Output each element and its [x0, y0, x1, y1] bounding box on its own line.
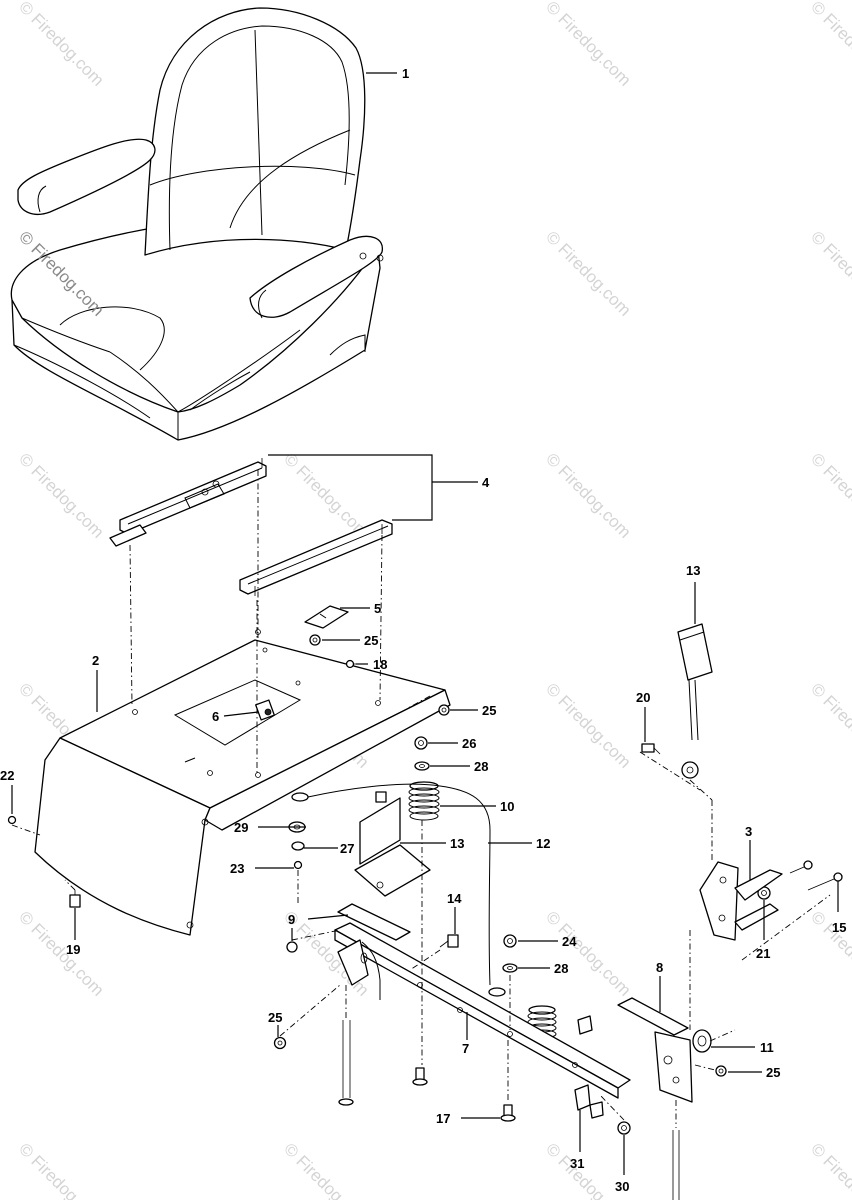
callout-28: 28 — [474, 759, 488, 774]
callout-22: 22 — [0, 768, 14, 783]
callout-5: 5 — [374, 601, 381, 616]
seat-slide-rails-part-4 — [109, 458, 393, 596]
bolt-long-part — [338, 1020, 354, 1106]
bushing-part-11 — [692, 1029, 712, 1053]
bolt-part-20 — [641, 743, 661, 755]
watermark-text: © Firedog.com — [15, 0, 107, 90]
watermark-text: © Firedog.com — [542, 449, 634, 541]
callout-17: 17 — [436, 1111, 450, 1126]
watermark-text: © Firedog.com — [15, 449, 107, 541]
callout-14: 14 — [447, 891, 462, 906]
callout-23: 23 — [230, 861, 244, 876]
seat-pan-part-2 — [34, 629, 451, 936]
callout-4: 4 — [482, 475, 490, 490]
cable-part-12 — [291, 783, 506, 997]
bolt-part-22 — [7, 815, 17, 825]
watermark-text: © Firedog.com — [542, 907, 634, 999]
nut-part-25 — [309, 634, 321, 646]
nut-part-24 — [503, 934, 517, 948]
nut-part-25 — [438, 704, 450, 716]
callout-31: 31 — [570, 1156, 584, 1171]
callout-19: 19 — [66, 942, 80, 957]
callout-2: 2 — [92, 653, 99, 668]
bolt-part-15 — [807, 872, 843, 891]
callout-labels: 1 4 5 25 18 2 25 6 26 28 10 12 13 29 27 … — [0, 66, 846, 1194]
callout-25: 25 — [268, 1010, 282, 1025]
callout-25: 25 — [364, 633, 378, 648]
callout-27: 27 — [340, 841, 354, 856]
callout-29: 29 — [234, 820, 248, 835]
watermark-text: © Firedog.com — [807, 1139, 852, 1200]
watermark-text: © Firedog.com — [542, 0, 634, 90]
watermark-layer: © Firedog.com © Firedog.com © Firedog.co… — [15, 0, 852, 1200]
bracket-part-5 — [304, 605, 349, 629]
callout-18: 18 — [373, 657, 387, 672]
plate-part-13 — [354, 791, 431, 897]
hinge-bracket-part-3 — [699, 861, 783, 941]
callout-10: 10 — [500, 799, 514, 814]
washer-part-27 — [291, 841, 305, 851]
callout-20: 20 — [636, 690, 650, 705]
watermark-text: © Firedog.com — [807, 679, 852, 771]
bracket-part-9 — [337, 903, 411, 941]
bracket-part-8 — [617, 997, 693, 1103]
nut-part-25 — [715, 1065, 727, 1077]
callout-9: 9 — [288, 912, 295, 927]
watermark-text: © Firedog.com — [807, 449, 852, 541]
callout-12: 12 — [536, 836, 550, 851]
seat-switch-part-6 — [255, 699, 275, 721]
callout-24: 24 — [562, 934, 577, 949]
watermark-text: © Firedog.com — [542, 227, 634, 319]
callout-1: 1 — [402, 66, 409, 81]
callout-21: 21 — [756, 946, 770, 961]
nut-part-23 — [293, 860, 303, 870]
spring-part-10 — [408, 781, 440, 821]
washer-part-28 — [502, 963, 518, 973]
washer-part-28 — [414, 761, 430, 771]
watermark-text: © Firedog.com — [542, 679, 634, 771]
callout-25: 25 — [766, 1065, 780, 1080]
assembly-centerlines — [11, 470, 831, 1128]
bolt-short-part — [412, 1067, 428, 1086]
seat-belt-part-13 — [677, 623, 713, 779]
callout-30: 30 — [615, 1179, 629, 1194]
nut-part-30 — [617, 1121, 631, 1135]
callout-13: 13 — [450, 836, 464, 851]
callout-28: 28 — [554, 961, 568, 976]
watermark-text: © Firedog.com — [807, 227, 852, 319]
callout-26: 26 — [462, 736, 476, 751]
watermark-text: © Firedog.com — [807, 0, 852, 90]
callout-15: 15 — [832, 920, 846, 935]
clip-part-small — [577, 1015, 593, 1035]
watermark-text: © Firedog.com — [15, 1139, 107, 1200]
callout-25: 25 — [482, 703, 496, 718]
nut-part-25 — [286, 941, 298, 953]
callout-11: 11 — [760, 1040, 774, 1055]
clip-part-31 — [574, 1084, 604, 1119]
callout-7: 7 — [462, 1041, 469, 1056]
bolt-part-3-screw — [789, 860, 813, 874]
nut-part-26 — [414, 736, 428, 750]
bolt-part-16 — [672, 1130, 680, 1200]
leader-lines — [11, 72, 839, 1175]
bolt-part-19 — [69, 890, 81, 908]
seat-part-1 — [10, 7, 384, 441]
nut-part-25 — [273, 1036, 287, 1050]
crossmember-part-7 — [334, 922, 631, 1099]
bolt-part-14 — [439, 934, 459, 948]
callout-13: 13 — [686, 563, 700, 578]
callout-6: 6 — [212, 709, 219, 724]
callout-3: 3 — [745, 824, 752, 839]
watermark-text: © Firedog.com — [15, 907, 107, 999]
watermark-text: © Firedog.com — [280, 1139, 372, 1200]
callout-8: 8 — [656, 960, 663, 975]
bolt-part-17 — [500, 1104, 516, 1122]
watermark-text: © Firedog.com — [280, 449, 372, 541]
